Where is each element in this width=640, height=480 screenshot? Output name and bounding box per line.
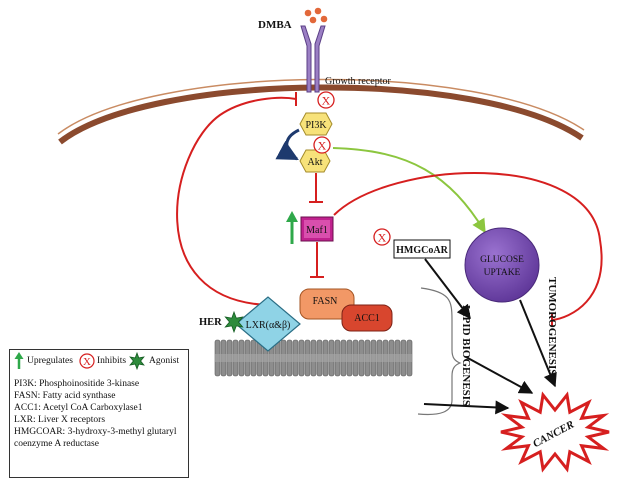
her-label: HER: [199, 317, 222, 328]
growth-receptor: [300, 25, 326, 93]
hmgcoar-label: HMGCoAR: [396, 245, 448, 256]
activation-arrow: [465, 356, 534, 394]
activation-arrow: [423, 400, 510, 415]
pi3k-label: PI3K: [305, 120, 327, 131]
legend-key-row: X Upregulates Inhibits Agonist: [10, 350, 188, 372]
acc1-node: ACC1: [341, 304, 393, 332]
dna-strand: [214, 339, 413, 377]
legend-abbreviation: FASN: Fatty acid synthase: [14, 391, 116, 401]
bracket: [417, 287, 462, 416]
svg-text:X: X: [83, 356, 91, 368]
legend-abbreviation: PI3K: Phosphoinositide 3-kinase: [14, 379, 140, 389]
legend-icons: X: [14, 351, 145, 371]
glucose-uptake-node: GLUCOSE UPTAKE: [464, 227, 540, 303]
activation-arrow: [424, 258, 471, 320]
fasn-label: FASN: [313, 296, 338, 307]
lxr-label: LXR(α&β): [246, 320, 291, 331]
maf1-node: Maf1: [300, 216, 334, 242]
inhibition-line: [309, 173, 323, 203]
akt-node: Akt: [299, 149, 331, 173]
legend-abbreviation: ACC1: Acetyl CoA Carboxylase1: [14, 403, 143, 413]
dmba-molecules: [304, 7, 328, 24]
dna-band: [215, 354, 412, 362]
legend: X Upregulates Inhibits Agonist PI3K: Pho…: [9, 349, 189, 478]
legend-agonist: Agonist: [149, 356, 180, 366]
upregulate-arrow: [286, 211, 298, 244]
cancer-burst: [500, 391, 610, 473]
activation-arrow: [519, 299, 557, 388]
legend-abbreviation: LXR: Liver X receptors: [14, 415, 106, 425]
pi3k-node: PI3K: [299, 112, 333, 136]
agonist-star-icon: [129, 351, 145, 371]
inhibit-symbol: X: [317, 91, 335, 109]
svg-text:X: X: [378, 231, 387, 245]
glucose-label: GLUCOSE: [480, 255, 524, 265]
legend-upregulates: Upregulates: [27, 356, 73, 366]
svg-text:X: X: [318, 139, 327, 153]
uptake-label: UPTAKE: [484, 268, 521, 278]
legend-abbreviation: coenzyme A reductase: [14, 439, 99, 449]
legend-inhibits: Inhibits: [97, 356, 127, 366]
lipid-biogenesis-label: LIPID BIOGENESIS: [460, 305, 472, 406]
activation-arrow: [332, 147, 486, 234]
legend-abbreviation: HMGCOAR: 3-hydroxy-3-methyl glutaryl: [14, 427, 177, 437]
inhibition-loop: [333, 172, 603, 321]
dmba-label: DMBA: [258, 19, 292, 31]
growth-receptor-label: Growth receptor: [325, 76, 391, 87]
maf1-label: Maf1: [306, 225, 328, 236]
acc1-label: ACC1: [354, 313, 380, 324]
tumorogenesis-label: TUMOROGENESIS: [546, 277, 558, 375]
activation-arrow: [275, 128, 300, 161]
inhibit-icon: X: [79, 353, 95, 369]
hmgcoar-node: HMGCoAR: [393, 239, 451, 259]
svg-text:X: X: [322, 94, 331, 108]
inhibit-symbol: X: [313, 136, 331, 154]
upregulate-icon: [14, 352, 24, 369]
inhibition-loop: [176, 96, 297, 306]
lxr-node: LXR(α&β): [235, 296, 301, 352]
akt-label: Akt: [308, 157, 323, 168]
agonist-star-icon: [224, 310, 244, 334]
fasn-node: FASN: [299, 288, 355, 320]
inhibit-symbol: X: [373, 228, 391, 246]
inhibition-line: [310, 242, 324, 278]
